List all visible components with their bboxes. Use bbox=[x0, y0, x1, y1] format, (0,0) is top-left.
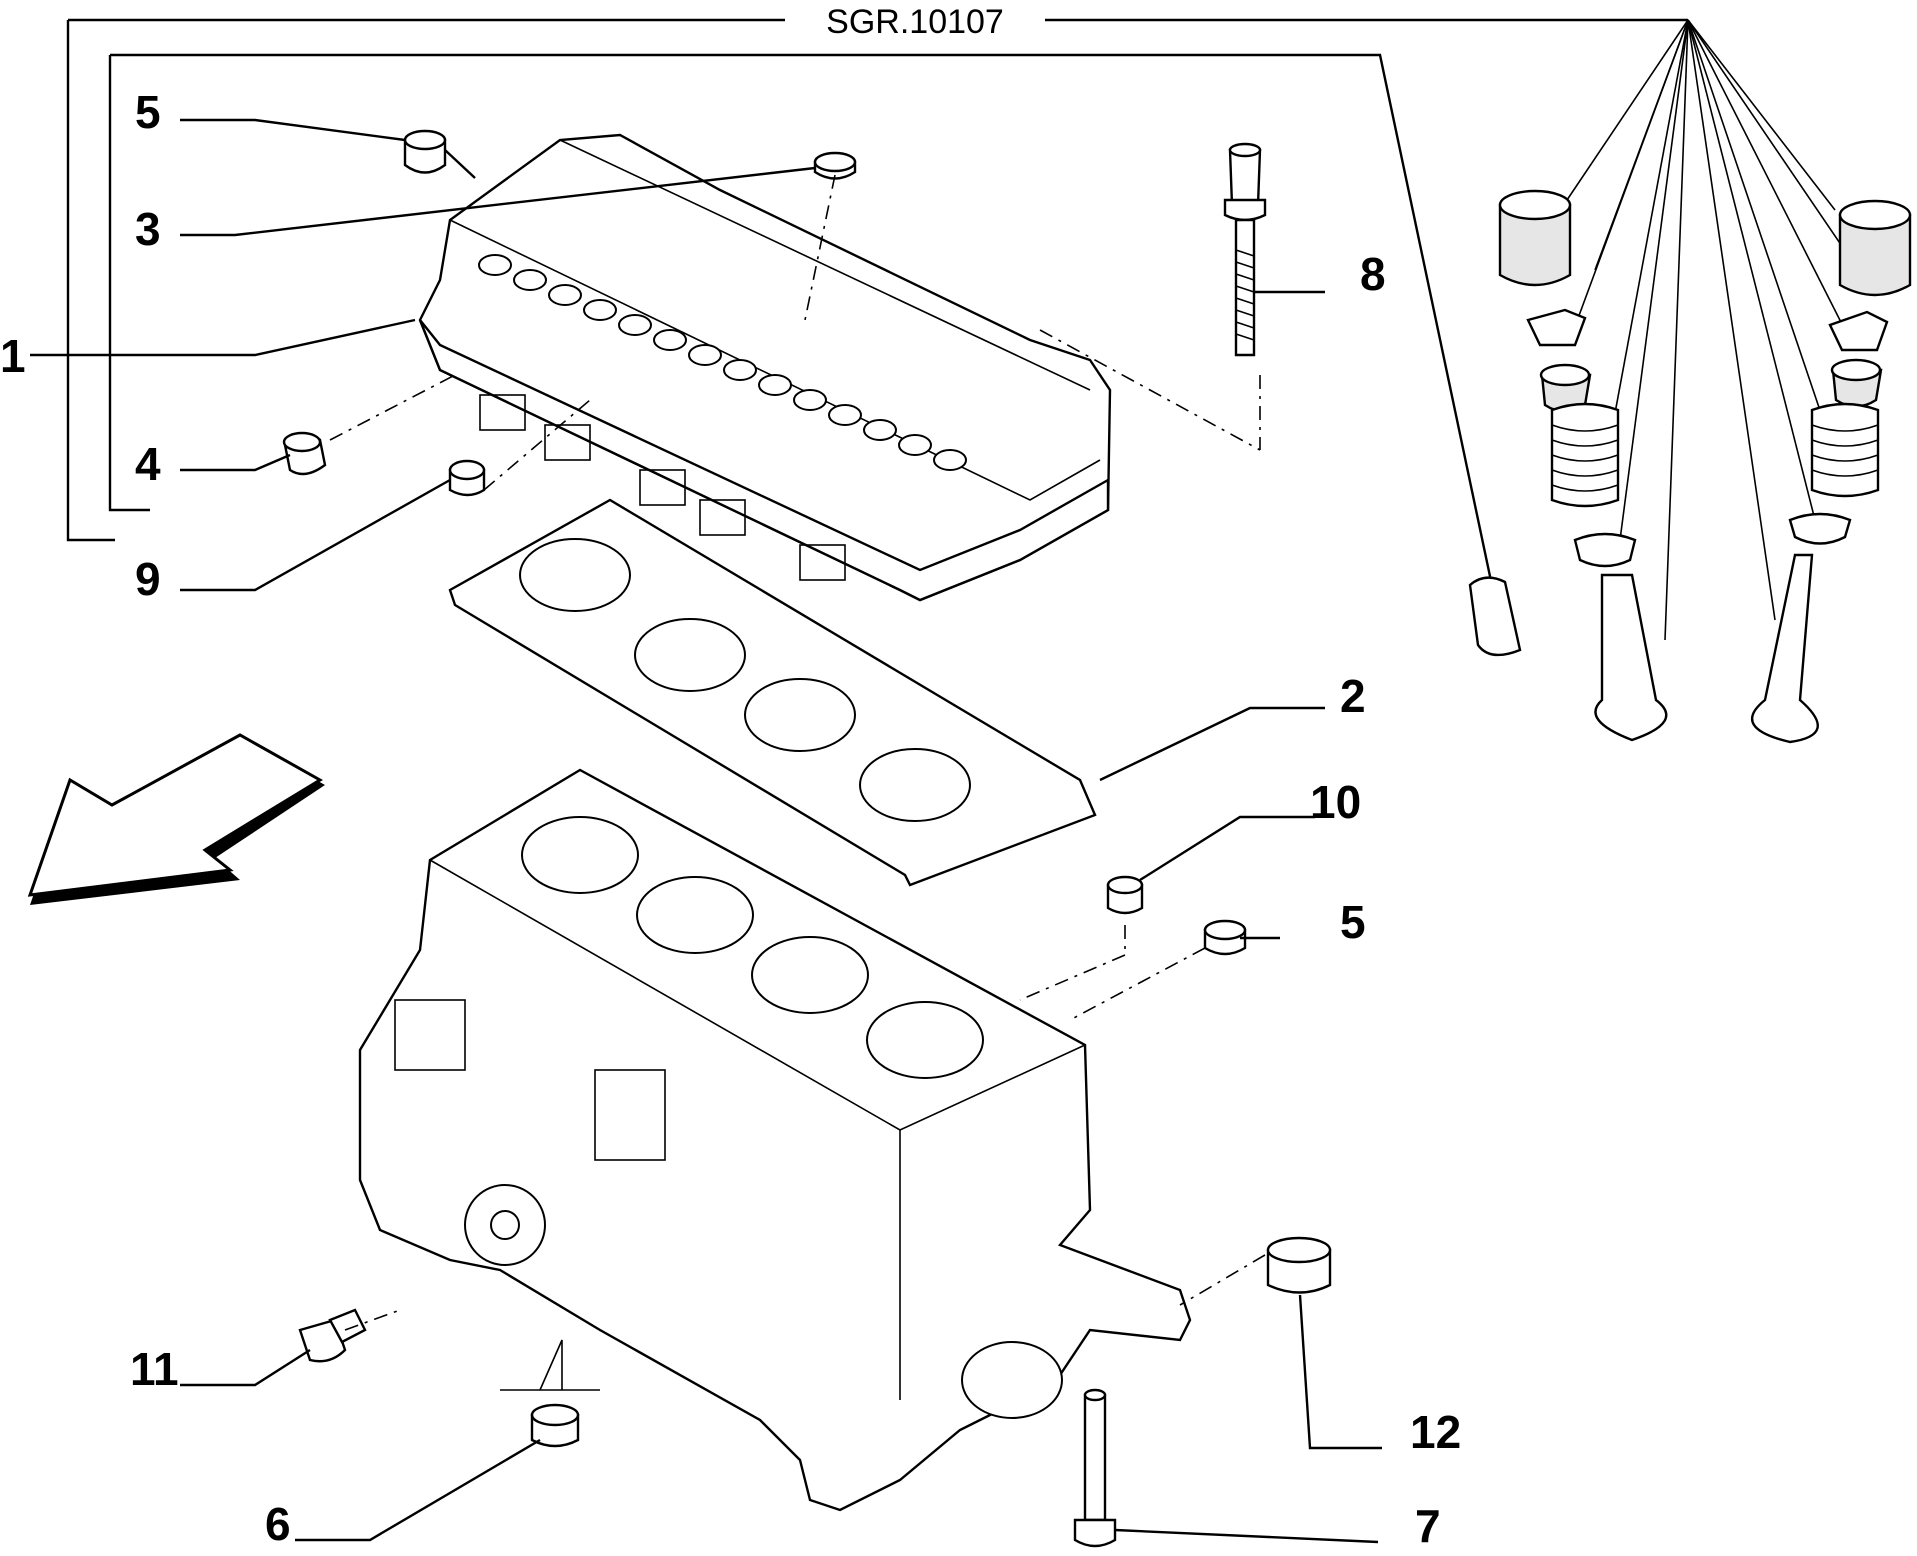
callout-3: 3 bbox=[135, 203, 161, 255]
callout-5-right: 5 bbox=[1340, 896, 1366, 948]
callout-6: 6 bbox=[265, 1498, 291, 1550]
callout-7: 7 bbox=[1415, 1500, 1441, 1552]
reference-code: SGR.10107 bbox=[826, 3, 1004, 41]
cylinder-head bbox=[418, 133, 1112, 602]
small-parts bbox=[282, 129, 1332, 1548]
engine-block bbox=[358, 768, 1192, 1512]
callout-11: 11 bbox=[130, 1343, 179, 1395]
valve-components-right bbox=[1751, 199, 1912, 744]
valve-leader-fan bbox=[1566, 19, 1866, 641]
reference-bracket bbox=[66, 18, 1688, 601]
assembly-lines bbox=[329, 174, 1266, 1331]
valve-components-left bbox=[1468, 189, 1668, 742]
callout-2: 2 bbox=[1340, 670, 1366, 722]
callout-8: 8 bbox=[1360, 248, 1386, 300]
callout-4: 4 bbox=[135, 438, 161, 490]
head-gasket bbox=[448, 498, 1097, 887]
cylinder-head-ports bbox=[478, 254, 967, 471]
callout-1: 1 bbox=[0, 330, 26, 382]
callout-10: 10 bbox=[1310, 776, 1361, 828]
callout-12: 12 bbox=[1410, 1406, 1461, 1458]
callout-9: 9 bbox=[135, 553, 161, 605]
callout-5-top: 5 bbox=[135, 86, 161, 138]
leader-lines bbox=[30, 118, 1382, 1544]
valve-spring-left bbox=[1550, 402, 1620, 508]
direction-arrow bbox=[27, 733, 325, 905]
valve-spring-right bbox=[1810, 402, 1880, 498]
